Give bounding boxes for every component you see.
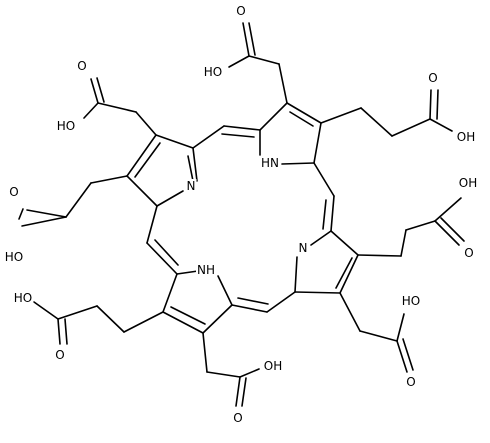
ring-nitrogen-label: NH <box>197 263 215 277</box>
hydroxyl-label: OH <box>459 176 477 190</box>
hydroxyl-label: HO <box>5 250 23 264</box>
hydroxyl-label: OH <box>264 359 282 373</box>
ring-nitrogen-label: HN <box>261 156 279 170</box>
carbonyl-oxygen-label: O <box>233 411 242 425</box>
label-backing <box>455 130 477 144</box>
label-backing <box>54 348 66 362</box>
carbonyl-oxygen-label: O <box>428 71 437 85</box>
label-backing <box>405 375 417 389</box>
carbonyl-oxygen-label: O <box>55 348 64 362</box>
bond-lines <box>18 22 465 407</box>
label-backing <box>196 263 216 277</box>
label-backing <box>8 185 20 199</box>
hydroxyl-label: HO <box>204 65 222 79</box>
label-backing <box>232 411 244 425</box>
label-backing <box>427 71 439 85</box>
carbonyl-oxygen-label: O <box>236 4 245 18</box>
label-backing <box>55 119 77 133</box>
ring-nitrogen-label: N <box>299 241 308 255</box>
label-backing <box>463 246 475 260</box>
hydroxyl-label: HO <box>57 119 75 133</box>
label-backing <box>235 4 247 18</box>
label-backing <box>297 241 309 255</box>
label-backing <box>262 359 284 373</box>
ring-nitrogen-label: N <box>187 179 196 193</box>
label-backing <box>202 65 224 79</box>
carbonyl-oxygen-label: O <box>464 246 473 260</box>
carbonyl-oxygen-label: O <box>9 185 18 199</box>
label-backing <box>400 294 422 308</box>
hydroxyl-label: HO <box>14 291 32 305</box>
label-backing <box>260 156 280 170</box>
carbonyl-oxygen-label: O <box>406 375 415 389</box>
label-backing <box>457 176 479 190</box>
label-backing <box>76 59 88 73</box>
hydroxyl-label: OH <box>457 130 475 144</box>
label-backing <box>3 250 25 264</box>
hydroxyl-label: HO <box>402 294 420 308</box>
label-backing <box>12 291 34 305</box>
label-backing <box>185 179 197 193</box>
carbonyl-oxygen-label: O <box>77 59 86 73</box>
